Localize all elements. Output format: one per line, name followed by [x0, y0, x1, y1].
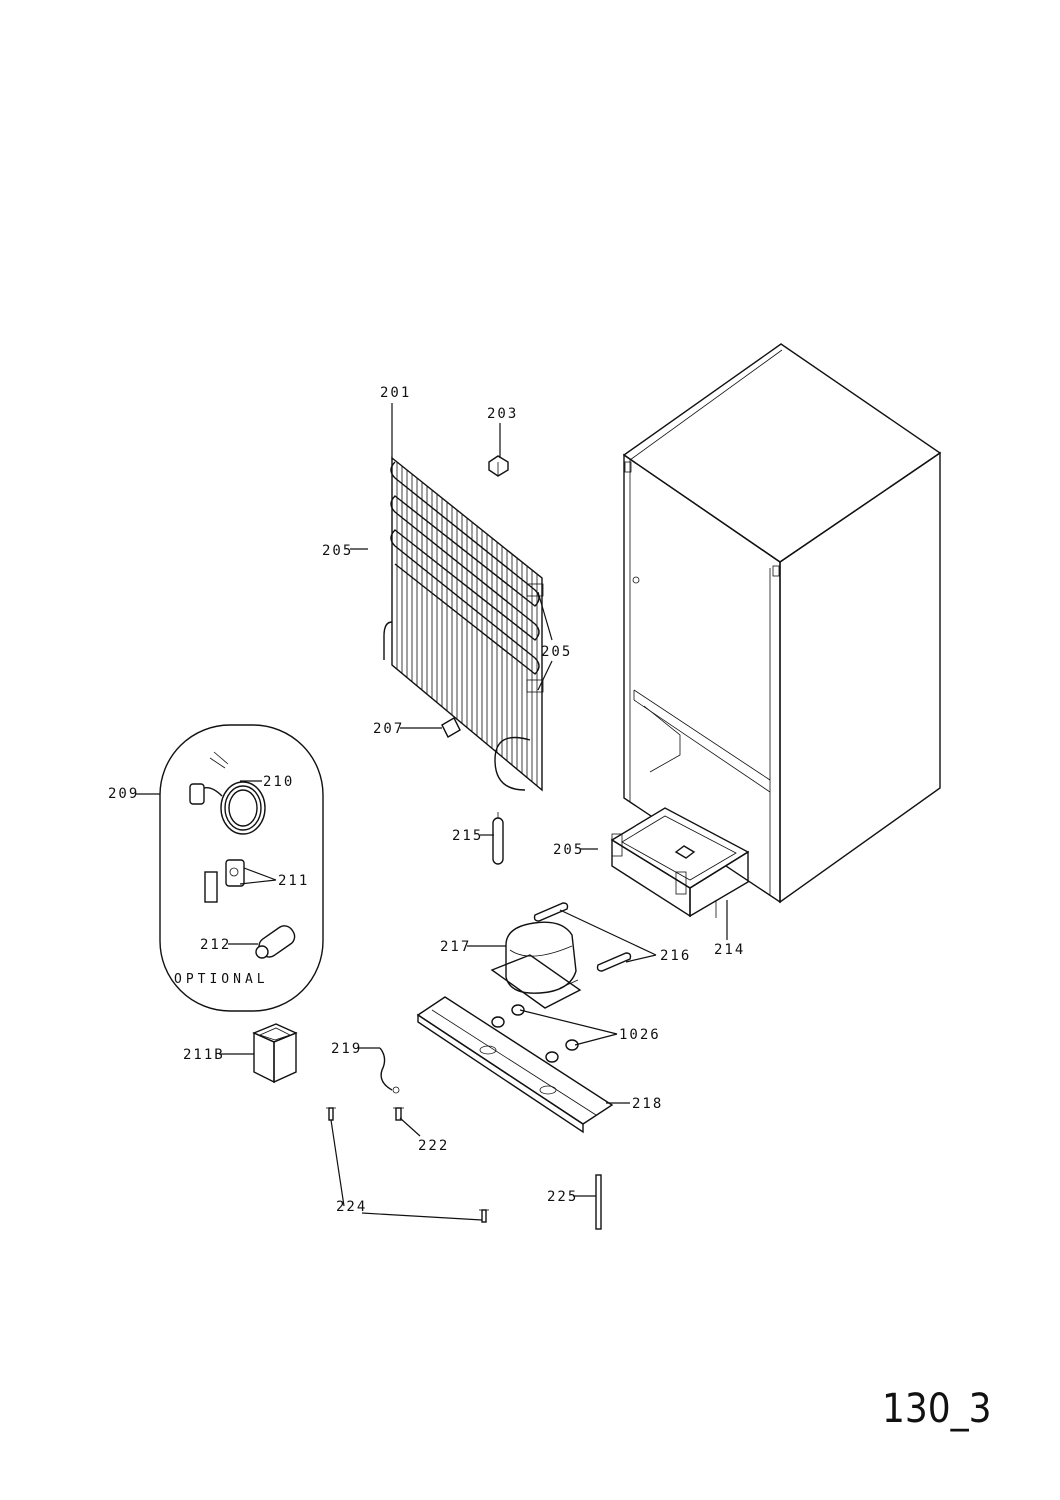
part-216-brackets	[533, 902, 632, 972]
label-211b: 211B	[183, 1047, 225, 1063]
label-211: 211	[278, 873, 309, 889]
part-217-compressor	[490, 921, 582, 1009]
part-203-clip	[488, 455, 509, 477]
part-219-wire	[379, 1047, 400, 1094]
label-224: 224	[336, 1199, 367, 1215]
part-214-drip-tray	[610, 807, 750, 918]
label-215: 215	[452, 828, 483, 844]
optional-label: OPTIONAL	[174, 972, 269, 987]
label-205-b: 205	[541, 644, 572, 660]
label-210: 210	[263, 774, 294, 790]
part-218-base-plate	[416, 996, 614, 1134]
label-216: 216	[660, 948, 691, 964]
label-203: 203	[487, 406, 518, 422]
page-identifier: 130_3	[882, 1386, 992, 1432]
label-205-a: 205	[322, 543, 353, 559]
part-222-screw	[393, 1107, 404, 1121]
label-1026: 1026	[619, 1027, 661, 1043]
part-labels: 201 203 205 205 207 209 210 211 212 OPTI…	[108, 385, 745, 1215]
label-222: 222	[418, 1138, 449, 1154]
optional-parts-group	[159, 724, 324, 1012]
part-207-connector	[441, 717, 461, 738]
condenser-coil	[383, 456, 544, 792]
label-207: 207	[373, 721, 404, 737]
part-211b-box	[252, 1023, 298, 1084]
label-225: 225	[547, 1189, 578, 1205]
label-201: 201	[380, 385, 411, 401]
cabinet-body	[622, 343, 942, 904]
label-212: 212	[200, 937, 231, 953]
label-217: 217	[440, 939, 471, 955]
label-219: 219	[331, 1041, 362, 1057]
leader-lines	[135, 403, 728, 1221]
part-225-rod	[595, 1174, 602, 1230]
part-224-screws	[326, 1107, 489, 1223]
label-214: 214	[714, 942, 745, 958]
label-205-c: 205	[553, 842, 584, 858]
label-209: 209	[108, 786, 139, 802]
part-1026-grommets	[491, 1004, 579, 1063]
label-218: 218	[632, 1096, 663, 1112]
part-215-drier	[492, 812, 504, 865]
